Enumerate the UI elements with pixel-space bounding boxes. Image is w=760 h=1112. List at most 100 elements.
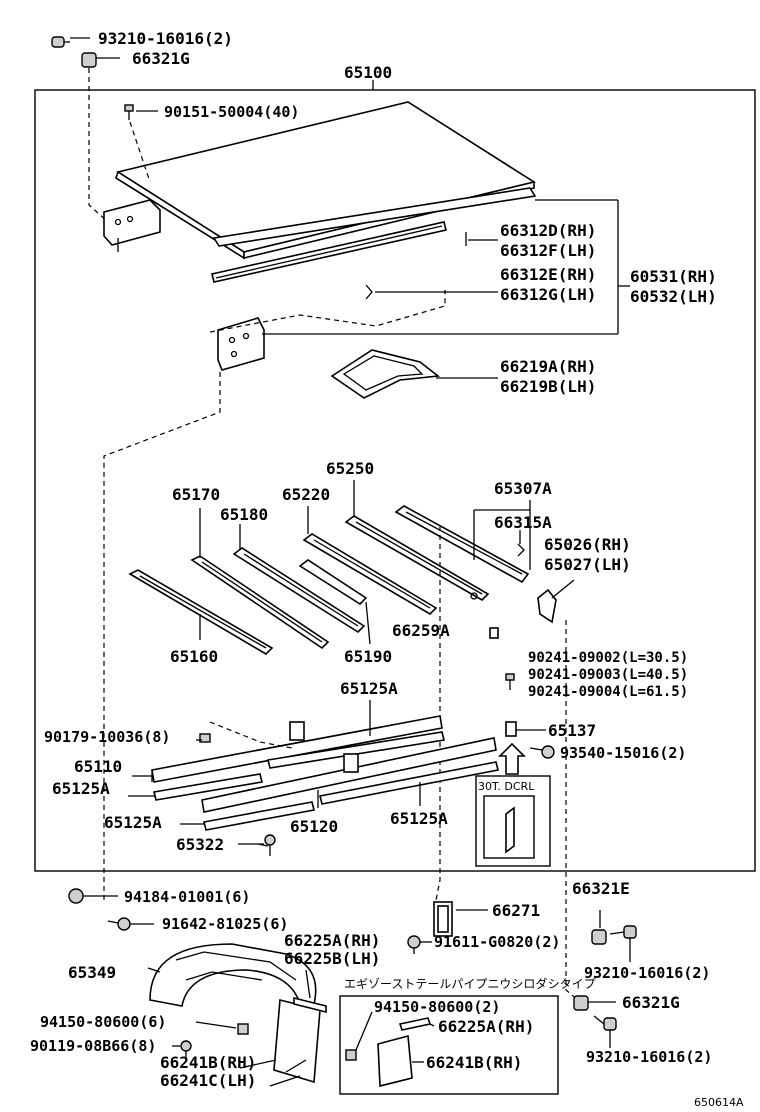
nut-66321E	[591, 929, 607, 945]
label-65027: 65027(LH)	[544, 555, 631, 574]
label-66321G-top: 66321G	[132, 49, 190, 68]
label-94150-box: 94150-80600(2)	[374, 998, 500, 1016]
label-65180: 65180	[220, 505, 268, 524]
label-66241C: 66241C(LH)	[160, 1071, 256, 1090]
label-65110: 65110	[74, 757, 122, 776]
front-bracket-left	[103, 199, 161, 252]
screw-90151	[124, 104, 134, 120]
sill-65120	[201, 737, 497, 813]
bracket-65026	[537, 588, 557, 624]
label-66225A-main: 66225A(RH)	[284, 931, 380, 950]
cross-member-65190	[298, 559, 368, 606]
clip-66315A	[517, 543, 525, 557]
sill-65125A-low	[203, 801, 315, 831]
bolt-93210-mid	[609, 925, 637, 939]
label-66321E: 66321E	[572, 879, 630, 898]
label-66219A: 66219A(RH)	[500, 357, 596, 376]
side-rail	[212, 187, 537, 247]
bolt-90119	[180, 1040, 192, 1058]
label-65349: 65349	[68, 963, 116, 982]
clip-66312E	[365, 284, 373, 300]
label-65026: 65026(RH)	[544, 535, 631, 554]
cover-plate-66219A	[330, 349, 441, 399]
label-66241B-main: 66241B(RH)	[160, 1053, 256, 1072]
label-66321G-low: 66321G	[622, 993, 680, 1012]
label-90241-1: 90241-09002(L=30.5)	[528, 650, 688, 666]
inset-exhaust	[339, 995, 559, 1095]
label-66312E: 66312E(RH)	[500, 265, 596, 284]
mudguard-66241B-box	[377, 1034, 413, 1088]
label-93540: 93540-15016(2)	[560, 744, 686, 762]
label-65190: 65190	[344, 647, 392, 666]
label-93210-low: 93210-16016(2)	[586, 1048, 712, 1066]
bracket-66225A	[293, 996, 327, 1014]
nut-94150-box	[345, 1049, 357, 1061]
nut-66321G-top	[81, 52, 97, 68]
nut-66321G-low	[573, 995, 589, 1011]
label-93210-top: 93210-16016(2)	[98, 29, 233, 48]
bolt-93210-low	[593, 1015, 617, 1031]
label-65250: 65250	[326, 459, 374, 478]
mudguard-66241B	[273, 998, 321, 1084]
label-66315A: 66315A	[494, 513, 552, 532]
label-65120: 65120	[290, 817, 338, 836]
nut-94150	[237, 1023, 249, 1035]
label-90151: 90151-50004(40)	[164, 103, 299, 121]
label-ref: 650614A	[694, 1096, 744, 1109]
label-66312G: 66312G(LH)	[500, 285, 596, 304]
cross-member-65220	[302, 533, 438, 616]
bolt-93210-top	[51, 36, 70, 48]
label-60531: 60531(RH)	[630, 267, 717, 286]
cross-member-65250	[344, 515, 490, 601]
bracket-66225A-box	[398, 1017, 432, 1031]
cross-member-65307A	[394, 505, 530, 584]
label-66312D: 66312D(RH)	[500, 221, 596, 240]
cross-member-65180	[232, 547, 366, 634]
bracket-65137	[505, 721, 517, 737]
bolt-91611	[407, 935, 421, 954]
label-65137: 65137	[548, 721, 596, 740]
rail-strip-66312D	[211, 221, 447, 283]
label-90119: 90119-08B66(8)	[30, 1037, 156, 1055]
label-65170: 65170	[172, 485, 220, 504]
label-90179: 90179-10036(8)	[44, 728, 170, 746]
label-65220: 65220	[282, 485, 330, 504]
cross-member-65170	[190, 555, 330, 650]
label-65125A-left: 65125A	[52, 779, 110, 798]
screw-90179	[199, 733, 211, 743]
label-91642: 91642-81025(6)	[162, 915, 288, 933]
screw-65322	[264, 834, 276, 856]
label-66241B-box: 66241B(RH)	[426, 1053, 522, 1072]
label-66271: 66271	[492, 901, 540, 920]
label-65307A: 65307A	[494, 479, 552, 498]
sill-65125A-top	[267, 731, 445, 769]
label-60532: 60532(LH)	[630, 287, 717, 306]
label-65125A-low: 65125A	[104, 813, 162, 832]
sill-65125A-left	[153, 773, 263, 801]
bolt-90241	[505, 673, 515, 690]
label-66225B: 66225B(LH)	[284, 949, 380, 968]
label-66312F: 66312F(LH)	[500, 241, 596, 260]
inset-30T	[475, 775, 551, 867]
washer-94184	[68, 888, 84, 904]
deck-panel-60531	[115, 101, 537, 260]
label-65125A-top: 65125A	[340, 679, 398, 698]
label-65322: 65322	[176, 835, 224, 854]
label-90241-2: 90241-09003(L=40.5)	[528, 667, 688, 683]
label-66259A: 66259A	[392, 621, 450, 640]
label-65125A-right: 65125A	[390, 809, 448, 828]
label-65100: 65100	[344, 63, 392, 82]
assembly-frame-65100	[34, 89, 756, 872]
label-93210-mid: 93210-16016(2)	[584, 964, 710, 982]
arrow-up	[498, 742, 526, 775]
label-65160: 65160	[170, 647, 218, 666]
label-66219B: 66219B(LH)	[500, 377, 596, 396]
rear-bracket	[217, 317, 265, 371]
sill-65125A-right	[319, 761, 499, 805]
label-91611: 91611-G0820(2)	[434, 933, 560, 951]
bolt-91642	[107, 917, 131, 931]
label-94184: 94184-01001(6)	[124, 888, 250, 906]
label-66225A-box: 66225A(RH)	[438, 1017, 534, 1036]
label-exhaust: エギゾーストテールパイプニウシロダシタイプ	[344, 976, 596, 991]
